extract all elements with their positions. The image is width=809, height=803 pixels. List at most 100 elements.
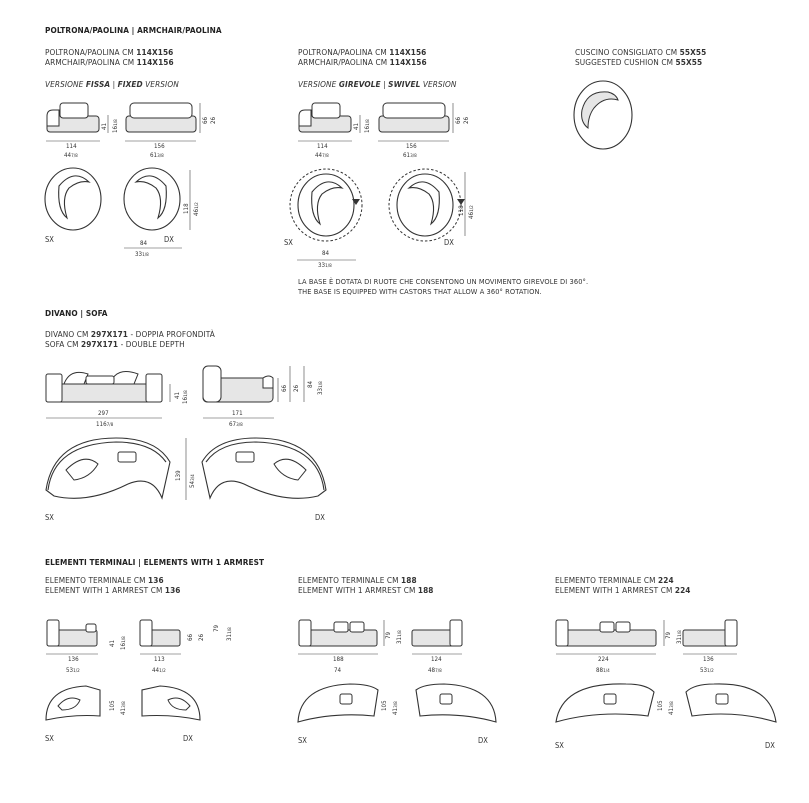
version-it-bold: FISSA bbox=[85, 79, 111, 89]
fixed-dx-label: DX bbox=[164, 235, 174, 244]
fixed-d2: 84 bbox=[140, 240, 148, 247]
swivel-sx-label: SX bbox=[284, 238, 293, 247]
sofa-line-en-size: 297X171 bbox=[80, 339, 119, 349]
line-size: 224 bbox=[658, 575, 674, 585]
terminal-136-line-it: ELEMENTO TERMINALE CM 136 bbox=[45, 575, 164, 585]
version-en-bold: FIXED bbox=[117, 79, 143, 89]
sofa-w2-in: 673/8 bbox=[229, 421, 243, 429]
sofa-line-it-size: 297X171 bbox=[90, 329, 129, 339]
t3-h1: 79 bbox=[665, 631, 672, 639]
fixed-w2-in: 613/8 bbox=[150, 152, 164, 160]
sofa-w1-in: 1167/8 bbox=[96, 421, 113, 429]
version-it: VERSIONE bbox=[45, 79, 86, 89]
in-whole: 33 bbox=[318, 262, 326, 269]
in-whole: 44 bbox=[152, 667, 160, 674]
swivel-version-label: VERSIONE GIREVOLE | SWIVEL VERSION bbox=[298, 79, 456, 89]
version-it-bold: GIREVOLE bbox=[338, 79, 381, 89]
t3-w2: 136 bbox=[703, 656, 714, 663]
fixed-line-it-text: POLTRONA/PAOLINA CM bbox=[45, 47, 137, 57]
version-en-bold: SWIVEL bbox=[388, 79, 421, 89]
line-size: 188 bbox=[401, 575, 417, 585]
swivel-d2-in: 331/8 bbox=[318, 262, 332, 270]
in-frac: 7/8 bbox=[322, 154, 329, 159]
t3-w1-in: 881/4 bbox=[596, 667, 610, 675]
fixed-line-en-size: 114X156 bbox=[136, 57, 174, 67]
t2-dx-label: DX bbox=[478, 736, 488, 745]
fixed-line-en-text: ARMCHAIR/PAOLINA CM bbox=[45, 57, 137, 67]
section-title-sofa: DIVANO | SOFA bbox=[45, 308, 108, 318]
sofa-line-it: DIVANO CM 297X171 - DOPPIA PROFONDITÀ bbox=[45, 329, 215, 339]
version-sep: | bbox=[380, 79, 389, 89]
t3-w2-in: 531/2 bbox=[700, 667, 714, 675]
swivel-line-en: ARMCHAIR/PAOLINA CM 114X156 bbox=[298, 57, 427, 67]
swivel-note-it: LA BASE È DOTATA DI RUOTE CHE CONSENTONO… bbox=[298, 277, 589, 286]
cushion-line-it: CUSCINO CONSIGLIATO CM 55X55 bbox=[575, 47, 706, 57]
line-text: ELEMENTO TERMINALE CM bbox=[298, 575, 402, 585]
swivel-w2-in: 613/8 bbox=[403, 152, 417, 160]
in-whole: 48 bbox=[428, 667, 436, 674]
terminal-224-line-en: ELEMENT WITH 1 ARMREST CM 224 bbox=[555, 585, 691, 595]
cushion-line-en-size: 55X55 bbox=[675, 57, 703, 67]
terminal-224-line-it: ELEMENTO TERMINALE CM 224 bbox=[555, 575, 674, 585]
cushion-line-en: SUGGESTED CUSHION CM 55X55 bbox=[575, 57, 702, 67]
swivel-dx-label: DX bbox=[444, 238, 454, 247]
in-frac: 3/8 bbox=[157, 154, 164, 159]
in-whole: 44 bbox=[64, 152, 72, 159]
line-text: ELEMENTO TERMINALE CM bbox=[45, 575, 149, 585]
t1-w1-in: 531/2 bbox=[66, 667, 80, 675]
cushion-line-it-text: CUSCINO CONSIGLIATO CM bbox=[575, 47, 680, 57]
t1-w1: 136 bbox=[68, 656, 79, 663]
line-text: ELEMENTO TERMINALE CM bbox=[555, 575, 659, 585]
t1-w2: 113 bbox=[154, 656, 165, 663]
line-text: ELEMENT WITH 1 ARMREST CM bbox=[298, 585, 418, 595]
t1-w2-in: 441/2 bbox=[152, 667, 166, 675]
in-frac: 1/2 bbox=[73, 669, 80, 674]
in-frac: 7/8 bbox=[435, 669, 442, 674]
swivel-line-en-size: 114X156 bbox=[389, 57, 427, 67]
in-frac: 7/8 bbox=[106, 423, 114, 428]
in-frac: 1/4 bbox=[603, 669, 610, 674]
in-frac: 1/8 bbox=[325, 264, 332, 269]
t2-w2: 124 bbox=[431, 656, 442, 663]
swivel-w1: 114 bbox=[317, 143, 328, 150]
swivel-line-it-size: 114X156 bbox=[389, 47, 427, 57]
version-it: VERSIONE bbox=[298, 79, 339, 89]
terminal-188-line-it: ELEMENTO TERMINALE CM 188 bbox=[298, 575, 417, 585]
sofa-w1: 297 bbox=[98, 410, 109, 417]
fixed-line-en: ARMCHAIR/PAOLINA CM 114X156 bbox=[45, 57, 174, 67]
line-text: ELEMENT WITH 1 ARMREST CM bbox=[45, 585, 165, 595]
swivel-w2: 156 bbox=[406, 143, 417, 150]
fixed-w1: 114 bbox=[66, 143, 77, 150]
in-whole: 61 bbox=[403, 152, 411, 159]
cushion-line-en-text: SUGGESTED CUSHION CM bbox=[575, 57, 676, 67]
t2-w1-in: 74 bbox=[334, 667, 342, 674]
in-frac: 3/8 bbox=[670, 701, 675, 708]
fixed-line-it: POLTRONA/PAOLINA CM 114X156 bbox=[45, 47, 173, 57]
in-frac: 1/2 bbox=[159, 669, 166, 674]
in-whole: 33 bbox=[135, 251, 143, 258]
sofa-line-en-post: - DOUBLE DEPTH bbox=[118, 339, 185, 349]
fixed-line-it-size: 114X156 bbox=[136, 47, 174, 57]
sofa-line-it-post: - DOPPIA PROFONDITÀ bbox=[128, 329, 215, 339]
t2-w1: 188 bbox=[333, 656, 344, 663]
cushion-line-it-size: 55X55 bbox=[679, 47, 707, 57]
in-frac: 1/2 bbox=[707, 669, 714, 674]
swivel-note-en: THE BASE IS EQUIPPED WITH CASTORS THAT A… bbox=[298, 287, 542, 296]
t3-d1-in: 413/8 bbox=[668, 701, 676, 715]
swivel-line-it: POLTRONA/PAOLINA CM 114X156 bbox=[298, 47, 426, 57]
fixed-w1-in: 447/8 bbox=[64, 152, 78, 160]
sofa-dx-label: DX bbox=[315, 513, 325, 522]
in-frac: 3/8 bbox=[410, 154, 417, 159]
fixed-w2: 156 bbox=[154, 143, 165, 150]
t3-w1: 224 bbox=[598, 656, 609, 663]
line-size: 136 bbox=[148, 575, 164, 585]
fixed-version-label: VERSIONE FISSA | FIXED VERSION bbox=[45, 79, 179, 89]
in-whole: 61 bbox=[150, 152, 158, 159]
